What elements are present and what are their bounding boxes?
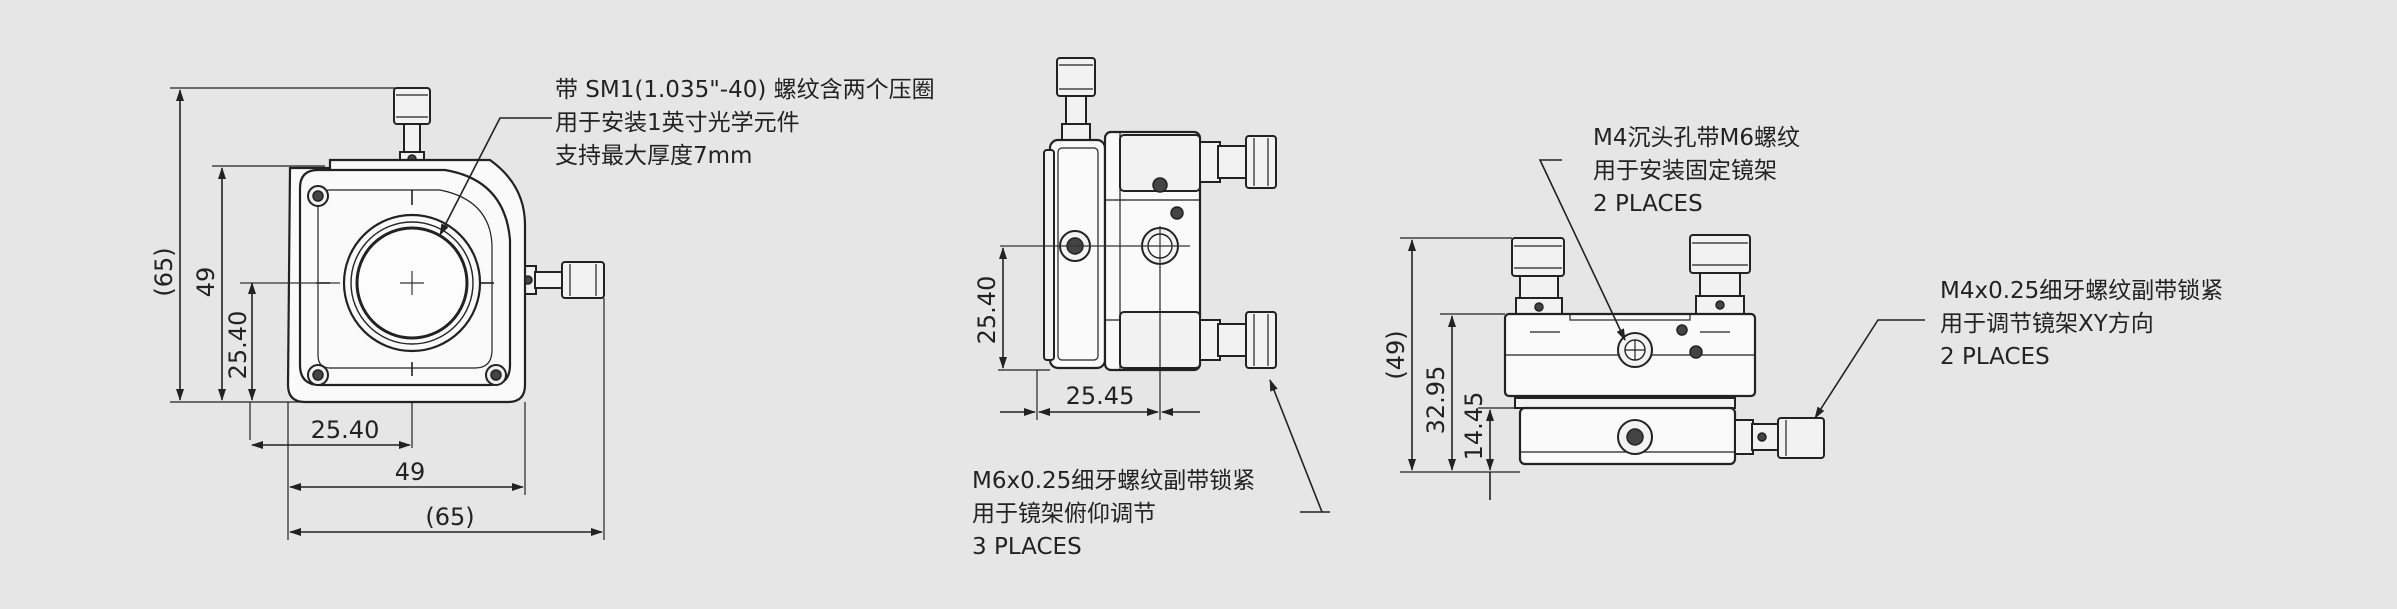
top-dimensions xyxy=(1400,237,1520,500)
top-right-adjuster xyxy=(1689,234,1751,315)
side-view xyxy=(998,57,1330,513)
top-dim-mid-height: 32.95 xyxy=(1422,366,1450,435)
top-callout-right-line-2: 用于调节镜架XY方向 xyxy=(1940,311,2154,337)
front-top-adjuster xyxy=(393,87,431,167)
top-view xyxy=(1400,159,1925,500)
top-callout-left-line-1: M4沉头孔带M6螺纹 xyxy=(1593,125,1800,151)
front-right-adjuster xyxy=(521,261,605,299)
front-callout-line-3: 支持最大厚度7mm xyxy=(555,143,752,169)
front-aperture xyxy=(240,190,494,376)
top-callout-left-line-2: 用于安装固定镜架 xyxy=(1593,158,1777,184)
side-top-adjuster xyxy=(1056,57,1096,141)
front-corner-screws xyxy=(307,185,507,386)
front-dim-body-width: 49 xyxy=(395,458,426,486)
top-callout-right-line-1: M4x0.25细牙螺纹副带锁紧 xyxy=(1940,278,2223,304)
front-dim-overall-height: (65) xyxy=(150,247,178,296)
side-callout-line-1: M6x0.25细牙螺纹副带锁紧 xyxy=(972,468,1255,494)
top-callout-leader-right xyxy=(1814,319,1925,419)
front-dim-center-width: 25.40 xyxy=(311,416,380,444)
side-dim-depth: 25.45 xyxy=(1066,382,1135,410)
front-dim-overall-width: (65) xyxy=(425,503,474,531)
top-dim-base-height: 14.45 xyxy=(1460,392,1488,461)
front-dimensions xyxy=(170,87,605,540)
side-lower-adjuster xyxy=(1119,311,1277,369)
top-callout-right-line-3: 2 PLACES xyxy=(1940,344,2050,370)
front-dim-body-height: 49 xyxy=(192,267,220,298)
side-callout-line-2: 用于镜架俯仰调节 xyxy=(972,501,1156,527)
front-view xyxy=(170,87,605,540)
front-callout-line-2: 用于安装1英寸光学元件 xyxy=(555,110,800,136)
front-callout-leader xyxy=(439,117,552,236)
top-xy-adjuster xyxy=(1734,417,1825,459)
side-dim-center-height: 25.40 xyxy=(973,276,1001,345)
front-dim-center-height: 25.40 xyxy=(224,311,252,380)
top-callout-leader-left xyxy=(1538,159,1626,341)
side-callout-line-3: 3 PLACES xyxy=(972,534,1082,560)
top-base-plate xyxy=(1514,397,1736,409)
side-dimensions xyxy=(998,247,1200,420)
top-callout-left-line-3: 2 PLACES xyxy=(1593,191,1703,217)
side-upper-adjuster xyxy=(1119,134,1277,220)
top-left-adjuster xyxy=(1511,237,1565,317)
side-callout-leader xyxy=(1269,379,1323,513)
top-dim-overall-height: (49) xyxy=(1382,330,1410,379)
front-callout-line-1: 带 SM1(1.035"-40) 螺纹含两个压圈 xyxy=(555,77,935,103)
